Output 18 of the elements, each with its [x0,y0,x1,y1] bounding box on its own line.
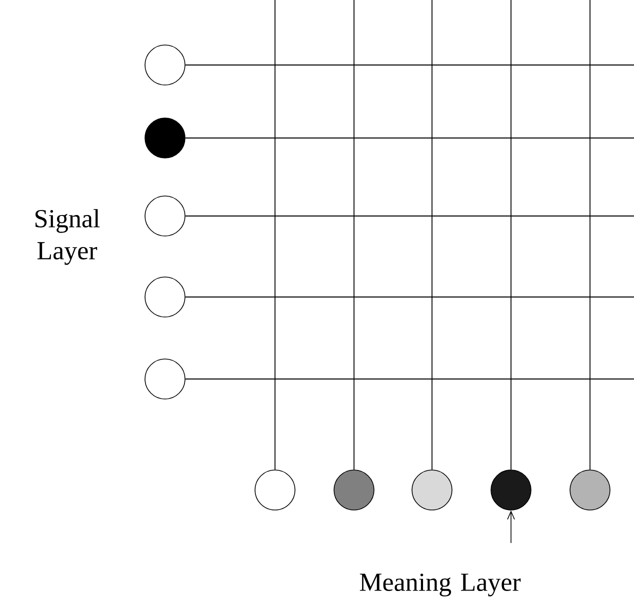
unit-circle [412,470,452,510]
unit-circle [144,276,186,318]
connection-line [510,0,512,470]
unit-circle [144,44,186,86]
unit-circle [144,118,186,158]
connection-line [274,0,276,470]
unit-circle [144,196,186,236]
unit-circle [490,470,532,510]
unit-circle [144,358,186,400]
connection-line [184,296,634,298]
unit-circle [254,470,296,510]
arrow [507,510,515,544]
connection-line [184,64,634,66]
signal-layer-label: Signal Layer [36,209,100,265]
unit-circle [334,470,374,510]
meaning-layer-label: Meaning Layer [360,574,521,596]
connection-line [184,378,634,380]
unit-circle [570,470,610,510]
